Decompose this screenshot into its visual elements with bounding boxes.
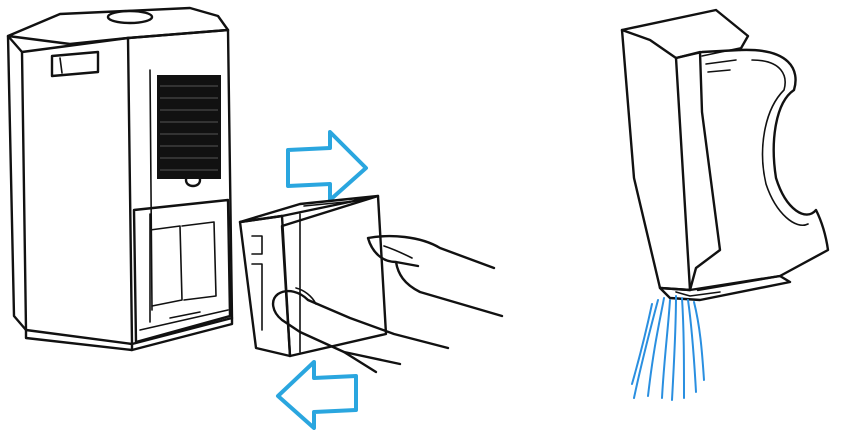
pour-tank-bottom-detail <box>675 291 721 297</box>
tank-top-face <box>238 194 380 224</box>
tank-front-face <box>280 194 388 358</box>
arrow-right-icon <box>286 130 368 202</box>
arrow-left-icon <box>276 360 358 430</box>
unit-air-grille-lines <box>160 85 218 171</box>
tank-side-face <box>238 214 292 358</box>
unit-body-right <box>126 28 234 346</box>
unit-tank-cavity-floor <box>139 309 229 331</box>
hand-left-wrist <box>342 350 378 374</box>
dehumidifier-unit <box>6 6 234 352</box>
unit-handle-slot <box>50 50 100 78</box>
tank-inner-lines <box>251 213 301 353</box>
arrow-left-shape <box>276 360 358 430</box>
water-tank-removed <box>238 194 388 358</box>
tank-top-rim <box>303 199 367 207</box>
pour-tank-curved-panel <box>696 48 830 292</box>
unit-top-handle <box>106 9 154 25</box>
unit-top-lid <box>6 6 230 46</box>
pour-tank-back-wall <box>620 8 750 60</box>
hand-left-thumb <box>295 287 317 305</box>
pour-tank-left-side <box>620 28 692 292</box>
arrow-right-shape <box>286 130 368 202</box>
water-stream <box>631 295 705 401</box>
pour-tank-inner-panel <box>674 50 722 292</box>
pour-tank-inner-detail <box>701 47 741 73</box>
unit-air-grille <box>157 75 221 179</box>
unit-tank-cavity <box>132 198 232 344</box>
hand-left <box>271 287 450 374</box>
pour-tank-curved-panel-inner <box>751 59 809 226</box>
unit-handle-slot-inner <box>59 57 63 74</box>
unit-foot-right <box>130 316 234 352</box>
hand-right <box>366 234 504 318</box>
water-tank-pouring <box>620 8 830 302</box>
hand-right-outline <box>366 234 504 318</box>
unit-edge-line <box>149 69 153 311</box>
hand-left-outline <box>271 289 450 366</box>
unit-body-left <box>20 36 134 346</box>
unit-sensor-knob <box>184 172 202 188</box>
unit-side-panel <box>6 34 28 332</box>
unit-tank-cavity-inner <box>149 213 217 323</box>
pour-tank-bottom <box>658 274 792 302</box>
hand-right-fingers <box>383 245 413 259</box>
unit-foot-left <box>24 328 134 352</box>
